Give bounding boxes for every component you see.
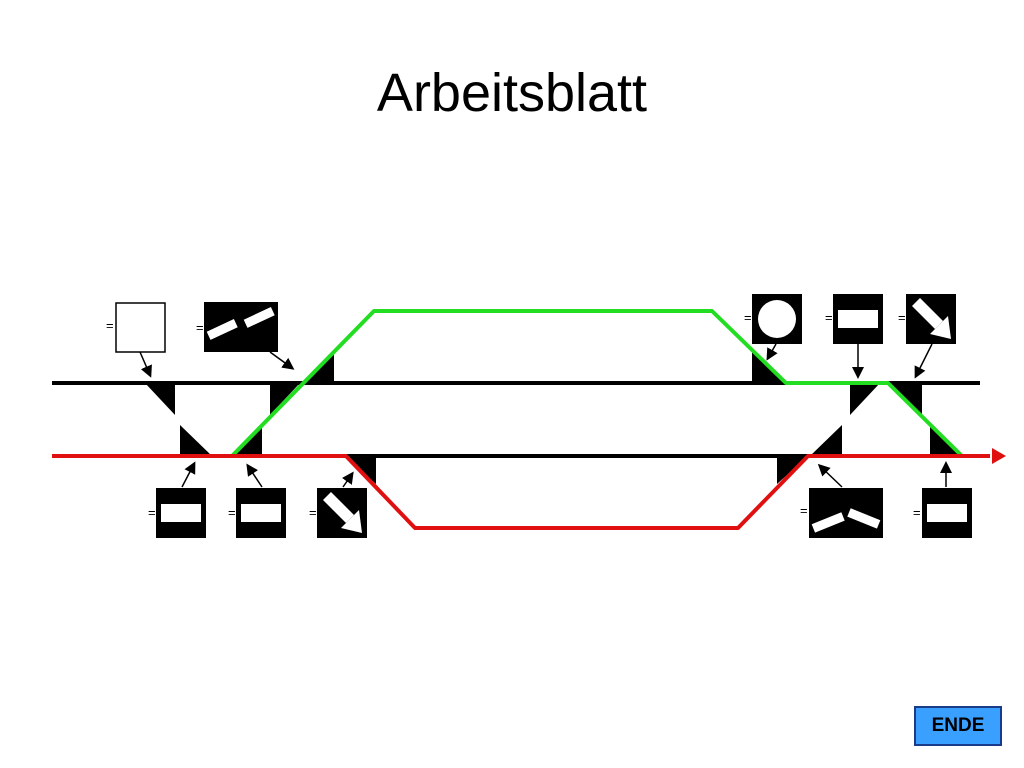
signal-top-3[interactable]: = bbox=[744, 294, 802, 344]
pointer-arrow bbox=[817, 463, 843, 488]
signal-bottom-5[interactable]: = bbox=[913, 488, 972, 538]
pointer-arrow bbox=[766, 343, 778, 361]
switch-marker bbox=[145, 383, 175, 415]
lever-icon: = bbox=[148, 505, 156, 520]
signal-bottom-1[interactable]: = bbox=[148, 488, 206, 538]
pointer-arrow bbox=[914, 343, 933, 379]
pointer-arrow bbox=[269, 351, 295, 370]
end-button[interactable]: ENDE bbox=[914, 706, 1002, 746]
diagonal-arrow-icon bbox=[912, 298, 951, 339]
lever-icon: = bbox=[106, 318, 114, 333]
diagonal-arrow-icon bbox=[323, 492, 362, 533]
pointer-arrow bbox=[181, 461, 196, 488]
switch-marker bbox=[810, 425, 842, 456]
pointer-arrow bbox=[246, 463, 263, 488]
signal-top-5[interactable]: = bbox=[898, 294, 956, 344]
signal-top-1[interactable]: = bbox=[106, 302, 166, 353]
signal-top-2[interactable]: = bbox=[196, 302, 278, 352]
lever-icon: = bbox=[825, 310, 833, 325]
lever-icon: = bbox=[913, 505, 921, 520]
horizontal-bar-icon bbox=[927, 504, 967, 522]
page-title: Arbeitsblatt bbox=[376, 63, 648, 123]
diagonal-bars-icon bbox=[206, 307, 275, 340]
signal-top-4[interactable]: = bbox=[825, 294, 883, 344]
pointer-arrow bbox=[341, 471, 354, 488]
direction-arrow-icon bbox=[992, 448, 1006, 464]
circle-icon bbox=[758, 300, 796, 338]
lever-icon: = bbox=[800, 503, 808, 518]
horizontal-bar-icon bbox=[161, 504, 201, 522]
lever-icon: = bbox=[228, 505, 236, 520]
signal-bottom-3[interactable]: = bbox=[309, 488, 367, 538]
switch-marker bbox=[850, 383, 880, 415]
horizontal-bar-icon bbox=[241, 504, 281, 522]
signal-bottom-2[interactable]: = bbox=[228, 488, 286, 538]
route-red bbox=[52, 454, 990, 530]
route-green bbox=[230, 309, 964, 458]
signal-bottom-4[interactable]: = bbox=[800, 488, 883, 538]
lever-icon: = bbox=[744, 310, 752, 325]
lever-icon: = bbox=[309, 505, 317, 520]
pointer-arrow bbox=[139, 351, 152, 378]
lever-icon: = bbox=[196, 320, 204, 335]
chevron-bars-icon bbox=[811, 508, 881, 533]
horizontal-bar-icon bbox=[838, 310, 878, 328]
switch-marker bbox=[180, 425, 212, 456]
signal-pointers bbox=[139, 343, 952, 488]
lever-icon: = bbox=[898, 310, 906, 325]
empty-square-icon bbox=[115, 302, 166, 353]
